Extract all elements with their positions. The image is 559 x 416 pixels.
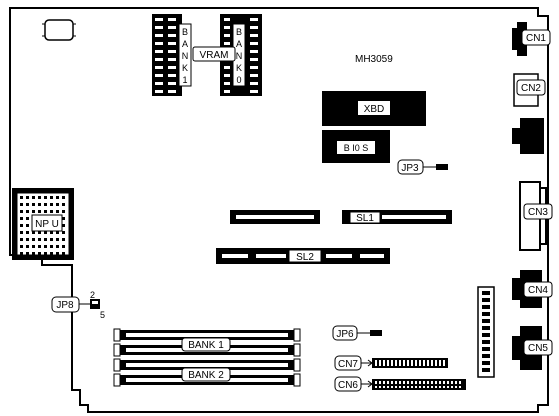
power-pin [482,347,490,351]
vram-label: VRAM [200,50,229,61]
bank1-letter: N [182,51,189,61]
bank0-letter: K [236,63,242,73]
bank1-bottom-label: BANK 1 [188,340,224,351]
sl2-slot: SL2 [216,248,390,264]
bank1-letter: K [182,63,188,73]
bank0-letter: B [236,27,242,37]
corner-component [44,19,74,41]
board-outline [9,7,549,413]
sl1-label: SL1 [356,213,374,224]
bank1-letter: A [182,39,188,49]
cn5-connector: CN5 [512,326,553,370]
power-connector [477,286,495,378]
power-pin [482,354,490,358]
cn1-connector: CN1 [512,22,551,56]
cn7-label: CN7 [338,359,358,370]
jp6-jumper [370,330,382,336]
bios-label: B I0 S [344,143,369,153]
vram-bank1 [152,14,182,96]
cn4-connector: CN4 [512,270,553,308]
power-pin [482,340,490,344]
cn3-label: CN3 [528,207,548,218]
sl1-slot: SL1 [230,210,452,224]
bank1-label-box [181,337,231,352]
bank1-vertical-label-box [178,23,192,87]
npu-socket: NP U [12,188,74,260]
cn2-connector: CN2 [513,73,546,107]
bank1-letter: B [182,27,188,37]
power-pin [482,326,490,330]
jp3-label: JP3 [401,163,419,174]
bank0-letter: A [236,39,242,49]
bank0-letter: 0 [236,75,241,85]
cn6-label: CN6 [338,380,358,391]
cn2-label: CN2 [521,83,541,94]
bank2-bottom-label: BANK 2 [188,370,224,381]
power-pin [482,361,490,365]
power-pin [482,368,490,372]
cn7-header [372,358,448,368]
power-pin [482,298,490,302]
bank1-letter: 1 [182,75,187,85]
cn3-connector: CN3 [519,181,553,251]
power-pin [482,312,490,316]
power-pin [482,319,490,323]
power-pin [482,291,490,295]
cn5-label: CN5 [528,343,548,354]
bank0-letter: N [236,51,243,61]
bank2-label-box [181,367,231,382]
model-label: MH3059 [355,54,393,65]
xbd-label: XBD [364,104,385,115]
serial-port [512,118,544,154]
vram-label-box [192,46,236,62]
cn4-label: CN4 [528,285,548,296]
jp8-pin-bottom: 5 [100,310,105,320]
sl2-label: SL2 [296,252,314,263]
cn1-label: CN1 [526,33,546,44]
jp3-jumper [436,164,448,170]
jp8-pin-top: 2 [90,290,95,300]
power-pin [482,333,490,337]
jp8-label: JP8 [56,300,74,311]
power-pin [482,305,490,309]
npu-label: NP U [35,219,59,230]
cn6-header [372,379,466,390]
jp6-label: JP6 [336,329,354,340]
